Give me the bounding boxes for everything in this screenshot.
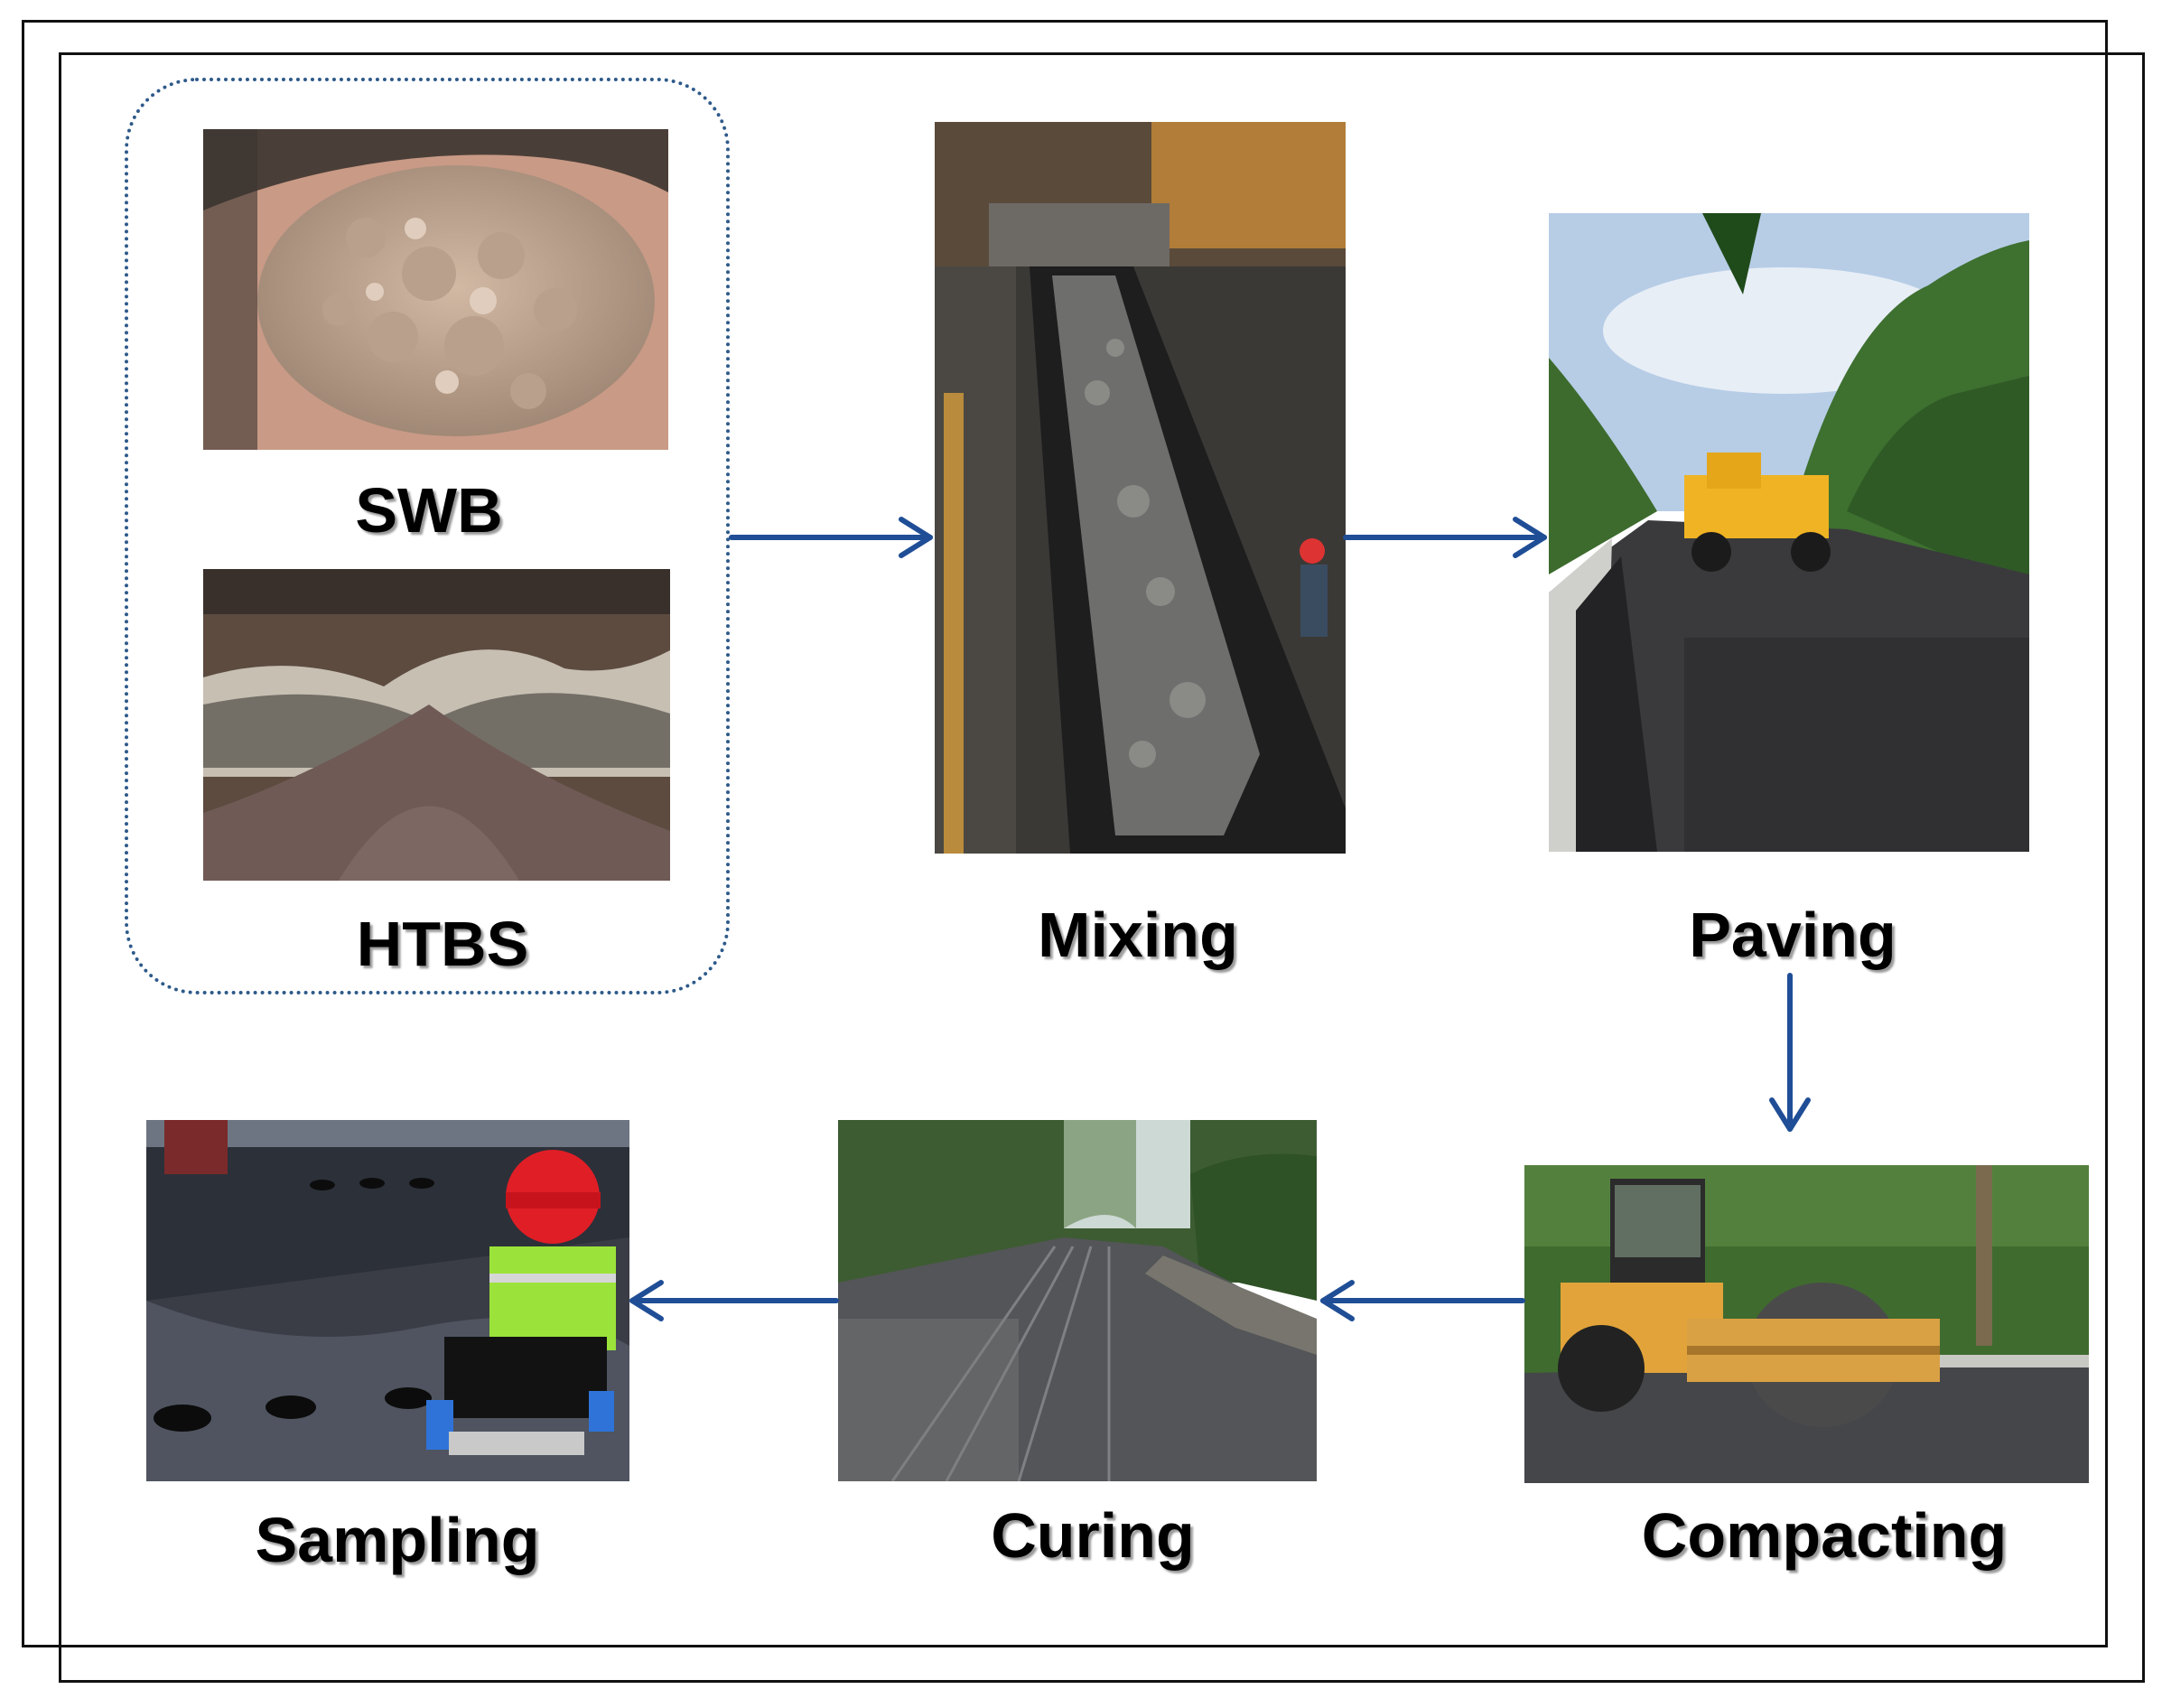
compacting-photo [1524, 1165, 2089, 1483]
raw-materials-group [125, 78, 730, 994]
arrow-paving-to-compacting [1769, 973, 1811, 1132]
curing-photo [838, 1120, 1317, 1481]
sampling-photo [146, 1120, 629, 1481]
paving-label: Paving [1689, 900, 1896, 970]
swb-photo [203, 129, 668, 450]
outer-frame [22, 20, 2108, 1647]
htbs-label: HTBS [356, 909, 529, 979]
compacting-label: Compacting [1641, 1500, 2008, 1571]
arrow-compacting-to-curing [1320, 1280, 1525, 1321]
htbs-photo [203, 569, 670, 881]
inner-frame [59, 52, 2145, 1683]
swb-label: SWB [355, 475, 503, 546]
arrow-materials-to-mixing [729, 517, 933, 558]
mixing-label: Mixing [1038, 900, 1238, 970]
paving-photo [1549, 213, 2029, 852]
arrow-curing-to-sampling [629, 1280, 839, 1321]
curing-label: Curing [991, 1500, 1195, 1571]
mixing-photo [935, 122, 1346, 854]
sampling-label: Sampling [255, 1505, 540, 1575]
arrow-mixing-to-paving [1343, 517, 1547, 558]
